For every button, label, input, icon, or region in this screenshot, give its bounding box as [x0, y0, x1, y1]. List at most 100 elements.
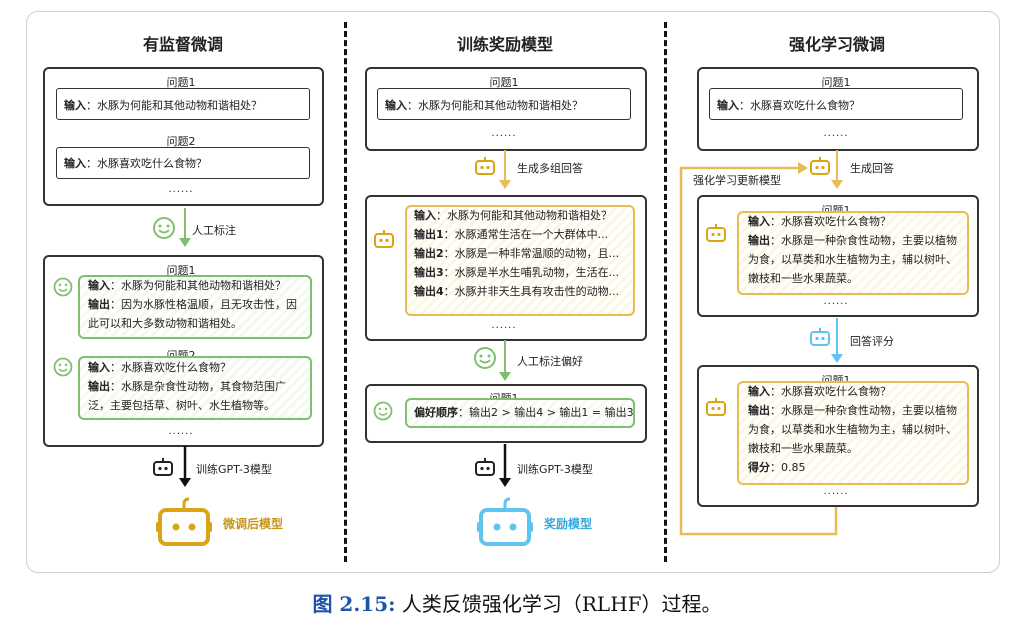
smiley-face-icon [53, 357, 73, 377]
rl-generate-label: 生成回答 [850, 162, 894, 175]
rm-answers-output-4-text: ：水豚并非天生具有攻击性的动物... [443, 285, 620, 298]
rl-generate-arrow [831, 150, 843, 189]
rm-annotate-label: 人工标注偏好 [517, 355, 583, 368]
rl-answer-input-key: 输入 [748, 215, 770, 228]
rm-answers-output-2: 输出2：水豚是一种非常温顺的动物，且... [414, 244, 629, 263]
sft-input-q2-text: ：水豚喜欢吃什么食物？ [86, 157, 207, 170]
rm-input-q1-key: 输入 [385, 99, 407, 112]
robot-icon [810, 157, 830, 175]
rl-answer-output-line: 输出：水豚是一种杂食性动物，主要以植物 [748, 231, 963, 250]
rl-input-q1-key: 输入 [717, 99, 739, 112]
sft-output-q1-output-text: ：因为水豚性格温顺，且无攻击性，因 [110, 298, 297, 311]
robot-icon [153, 458, 173, 476]
rl-answer-input-text: ：水豚喜欢吃什么食物？ [770, 215, 891, 228]
sft-input-q1-key: 输入 [64, 99, 86, 112]
rm-answers-input-line: 输入：水豚为何能和其他动物和谐相处？ [414, 206, 629, 225]
rm-answers-input-key: 输入 [414, 209, 436, 222]
rl-input-ellipsis: ...... [823, 128, 849, 139]
smiley-face-icon [474, 347, 496, 369]
rl-answer-output-line3: 嫩枝和一些水果蔬菜。 [748, 272, 858, 285]
robot-icon [706, 398, 726, 416]
sft-output-q2-card [78, 356, 312, 420]
rl-scored-input-line: 输入：水豚喜欢吃什么食物？ [748, 382, 963, 401]
sft-output-q1-output-key: 输出 [88, 298, 110, 311]
sft-train-label: 训练GPT-3模型 [196, 463, 272, 476]
sft-output-q1-label: 问题1 [161, 262, 201, 278]
rm-pref-key: 偏好顺序 [414, 406, 458, 419]
rm-answers-output-1: 输出1：水豚通常生活在一个大群体中... [414, 225, 629, 244]
sft-input-q1-field [56, 88, 310, 120]
sft-output-q2-output-line: 输出：水豚是杂食性动物，其食物范围广 [88, 377, 308, 396]
sft-input-q2-field [56, 147, 310, 179]
rl-update-label: 强化学习更新模型 [693, 174, 781, 187]
rm-annotate-arrow [499, 340, 511, 381]
figure-caption-text: 人类反馈强化学习（RLHF）过程。 [395, 592, 722, 616]
sft-annotate-arrow [179, 208, 191, 247]
rm-answers-output-4: 输出4：水豚并非天生具有攻击性的动物... [414, 282, 629, 301]
rl-scored-card [737, 381, 969, 485]
sft-output-q1-input-text: ：水豚为何能和其他动物和谐相处？ [110, 279, 286, 292]
rm-answers-output-2-key: 输出2 [414, 247, 444, 260]
smiley-face-icon [53, 277, 73, 297]
rl-scored-output-line: 输出：水豚是一种杂食性动物，主要以植物 [748, 401, 963, 420]
rl-answer-ellipsis: ...... [823, 296, 849, 307]
rm-answers-output-4-key: 输出4 [414, 285, 444, 298]
sft-result-label: 微调后模型 [223, 517, 284, 531]
sft-output-q1-input-line: 输入：水豚为何能和其他动物和谐相处？ [88, 276, 308, 295]
rl-update-loop-arrow [679, 162, 838, 536]
sft-input-q1: 输入：水豚为何能和其他动物和谐相处？ [64, 97, 262, 113]
rm-answers-text: 输入：水豚为何能和其他动物和谐相处？ 输出1：水豚通常生活在一个大群体中... … [414, 206, 629, 301]
figure-caption: 图 2.15: 人类反馈强化学习（RLHF）过程。 [0, 588, 1034, 617]
rm-title: 训练奖励模型 [456, 35, 553, 54]
sft-output-q1-input-key: 输入 [88, 279, 110, 292]
rl-scored-output-line3: 嫩枝和一些水果蔬菜。 [748, 442, 858, 455]
rm-input-q1-text: ：水豚为何能和其他动物和谐相处？ [407, 99, 583, 112]
rm-answers-output-3-text: ：水豚是半水生哺乳动物，生活在... [443, 266, 620, 279]
sft-input-q1-text: ：水豚为何能和其他动物和谐相处？ [86, 99, 262, 112]
sft-output-ellipsis: ...... [168, 426, 194, 437]
rm-input-q1-field [377, 88, 631, 120]
rl-answer-text: 输入：水豚喜欢吃什么食物？ 输出：水豚是一种杂食性动物，主要以植物 为食，以草类… [748, 212, 963, 288]
rl-scored-score-line: 得分：0.85 [748, 458, 963, 477]
rl-scored-score-key: 得分 [748, 461, 770, 474]
rl-score-arrow [831, 318, 843, 363]
sft-output-q2-input-line: 输入：水豚喜欢吃什么食物？ [88, 358, 308, 377]
rl-input-q1-text: ：水豚喜欢吃什么食物？ [739, 99, 860, 112]
sft-output-q1-text: 输入：水豚为何能和其他动物和谐相处？ 输出：因为水豚性格温顺，且无攻击性，因 此… [88, 276, 308, 333]
sft-output-q1-output-line2: 此可以和大多数动物和谐相处。 [88, 317, 242, 330]
sft-input-q2: 输入：水豚喜欢吃什么食物？ [64, 155, 207, 171]
robot-icon [374, 230, 394, 248]
rm-answers-output-2-text: ：水豚是一种非常温顺的动物，且... [443, 247, 620, 260]
rm-answers-output-3: 输出3：水豚是半水生哺乳动物，生活在... [414, 263, 629, 282]
rl-scored-output-line2: 为食，以草类和水生植物为主，辅以树叶、 [748, 423, 957, 436]
rm-generate-arrow [499, 150, 511, 189]
rm-generate-label: 生成多组回答 [517, 162, 583, 175]
rm-answers-ellipsis: ...... [491, 320, 517, 331]
rm-answers-card [405, 205, 635, 316]
rm-pref-text: 偏好顺序：输出2 > 输出4 > 输出1 = 输出3 [414, 404, 634, 420]
sft-output-q2-output-key: 输出 [88, 380, 110, 393]
rm-input-q1-label: 问题1 [484, 74, 524, 90]
rl-answer-output-line2: 为食，以草类和水生植物为主，辅以树叶、 [748, 253, 957, 266]
rm-pref-card [405, 398, 635, 428]
rl-answer-card [737, 211, 969, 295]
rm-pref-value: ：输出2 > 输出4 > 输出1 = 输出3 [458, 406, 634, 419]
sft-input-ellipsis: ...... [168, 184, 194, 195]
sft-output-q1-card [78, 275, 312, 339]
sft-train-arrow [179, 446, 191, 487]
rl-scored-text: 输入：水豚喜欢吃什么食物？ 输出：水豚是一种杂食性动物，主要以植物 为食，以草类… [748, 382, 963, 477]
sft-output-q1-output-line: 输出：因为水豚性格温顺，且无攻击性，因 [88, 295, 308, 314]
rl-title: 强化学习微调 [788, 35, 885, 54]
sft-input-q2-label: 问题2 [161, 133, 201, 149]
rl-input-q1-field [709, 88, 963, 120]
robot-icon [156, 497, 212, 546]
sft-input-q2-key: 输入 [64, 157, 86, 170]
rl-input-q1: 输入：水豚喜欢吃什么食物？ [717, 97, 860, 113]
robot-icon [475, 458, 495, 476]
rl-scored-output-key: 输出 [748, 404, 770, 417]
sft-output-q2-output-text: ：水豚是杂食性动物，其食物范围广 [110, 380, 286, 393]
sft-output-q2-input-key: 输入 [88, 361, 110, 374]
rl-score-label: 回答评分 [850, 335, 894, 348]
rm-result-label: 奖励模型 [544, 517, 593, 531]
rl-answer-output-key: 输出 [748, 234, 770, 247]
